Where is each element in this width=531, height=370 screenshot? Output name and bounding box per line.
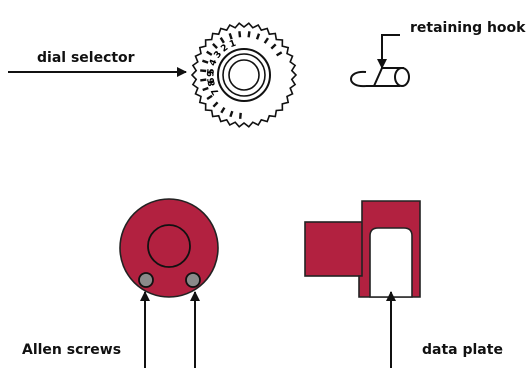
dial-tick	[212, 101, 219, 108]
dial-tick	[247, 31, 251, 38]
dial-tick	[202, 86, 209, 92]
dial-number: 1	[228, 39, 237, 51]
dial-number: 3	[213, 49, 225, 60]
dial-number: 5	[206, 68, 217, 75]
dial-tick	[220, 106, 226, 114]
dial-number: 7	[210, 86, 222, 96]
dial-number: 8	[207, 79, 218, 87]
round-housing	[119, 198, 219, 298]
dial-tick	[200, 78, 207, 82]
dial-number: 6	[207, 77, 218, 85]
dial-tick-marks	[200, 31, 283, 119]
dial-number: 4	[208, 58, 220, 68]
allen-screws-part	[119, 198, 219, 298]
dial-inner-ring-core	[228, 59, 260, 91]
data-plate-part	[304, 200, 421, 298]
dial-selector-label: dial selector	[37, 50, 135, 66]
data-plate	[369, 227, 413, 298]
dial-tick	[200, 69, 207, 73]
dial-tick	[206, 94, 213, 101]
data-plate-label: data plate	[422, 342, 503, 358]
dial-tick	[270, 43, 277, 50]
allen-screws-label: Allen screws	[22, 342, 122, 358]
dial-tick	[229, 110, 234, 118]
dial-number: 9	[206, 71, 216, 78]
dial-tick	[202, 59, 209, 64]
retaining-hook-leader	[377, 34, 400, 69]
dial-inner-ring-mid	[222, 53, 266, 97]
allen-screw-left	[138, 272, 154, 288]
round-housing-center	[147, 224, 191, 268]
dial-tick	[238, 31, 242, 38]
block-left-tab	[304, 221, 364, 277]
dial-tick	[255, 33, 261, 40]
dial-tick	[219, 37, 225, 44]
retaining-hook	[350, 67, 410, 88]
dial-tick	[275, 51, 283, 57]
dial-tick	[212, 43, 218, 49]
dial-tick	[206, 50, 213, 56]
retaining-hook-label: retaining hook	[410, 20, 526, 36]
dial-tick	[263, 37, 270, 44]
allen-screw-right	[185, 272, 201, 288]
dial-tick	[239, 112, 242, 119]
dial-number: 2	[219, 43, 230, 55]
dial-inner-ring-outer	[217, 48, 271, 102]
dial-tick	[228, 33, 233, 40]
